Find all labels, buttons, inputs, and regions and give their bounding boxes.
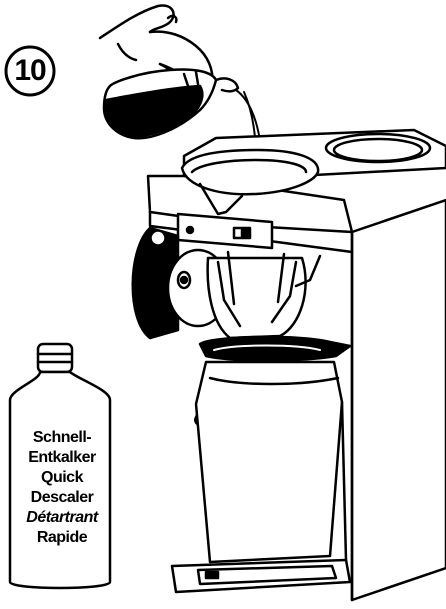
bottle-label-line-2: Entkalker (12, 448, 112, 468)
measuring-jug-icon (104, 69, 238, 138)
bottle-label-line-5: Détartrant (12, 508, 112, 528)
bottle-label-line-3: Quick (12, 468, 112, 488)
bottle-label-line-6: Rapide (12, 528, 112, 548)
step-number: 10 (4, 45, 56, 97)
coffee-machine-icon (133, 130, 446, 600)
bottle-label: Schnell- Entkalker Quick Descaler Détart… (12, 428, 112, 548)
bottle-label-line-4: Descaler (12, 488, 112, 508)
bottle-label-line-1: Schnell- (12, 428, 112, 448)
